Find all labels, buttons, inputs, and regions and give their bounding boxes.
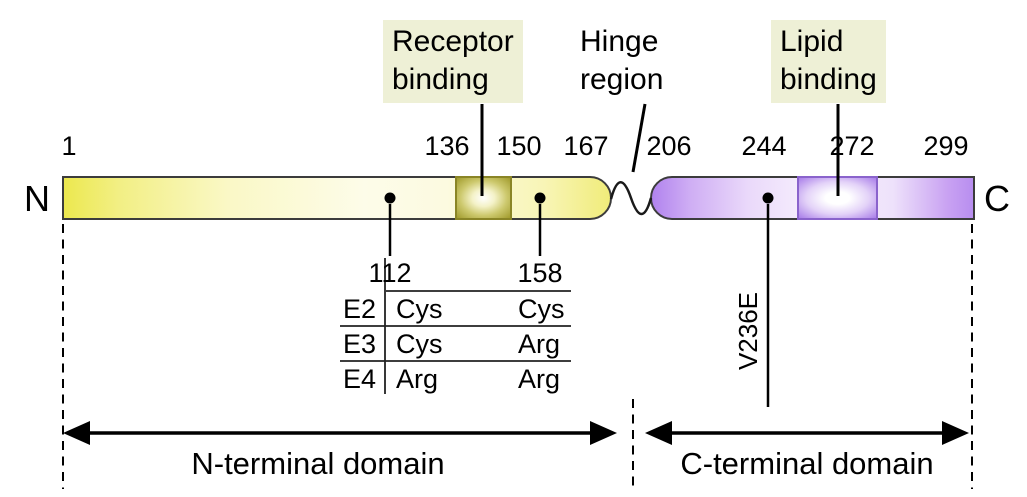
table-header-112: 112 <box>368 258 412 288</box>
residue-299: 299 <box>923 131 969 161</box>
hinge-region-label: Hinge region <box>580 25 664 97</box>
receptor-binding-region-box <box>455 176 512 220</box>
e3-residue-112-value: Cys <box>396 329 443 359</box>
n-domain-arrowhead-left <box>63 421 90 445</box>
residue-1: 1 <box>61 131 77 161</box>
residue-206: 206 <box>646 131 692 161</box>
hinge-region-curve <box>609 181 653 216</box>
c-terminus-letter: C <box>984 178 1010 219</box>
residue-150: 150 <box>496 131 542 161</box>
lipid-binding-label: Lipid binding <box>771 20 886 103</box>
lipid-binding-region-box <box>797 176 878 220</box>
n-domain-arrowhead-right <box>590 421 617 445</box>
n-terminal-domain-label: N-terminal domain <box>191 446 445 481</box>
e2-residue-158-value: Cys <box>518 294 565 324</box>
residue-136: 136 <box>424 131 470 161</box>
residue-244: 244 <box>741 131 787 161</box>
e3-residue-158-value: Arg <box>518 329 561 359</box>
isoform-e2-label: E2 <box>342 294 376 324</box>
c-terminal-domain-label: C-terminal domain <box>680 446 934 481</box>
e4-residue-112-value: Arg <box>396 364 439 394</box>
n-terminal-domain-bar <box>62 176 612 220</box>
mutation-v236e-label: V236E <box>733 291 763 371</box>
isoform-e3-label: E3 <box>342 329 376 359</box>
table-header-158: 158 <box>517 258 563 288</box>
n-terminus-letter: N <box>24 178 50 219</box>
c-domain-arrowhead-left <box>645 421 672 445</box>
c-domain-arrowhead-right <box>942 421 969 445</box>
hinge-label-connector-line <box>631 103 647 173</box>
isoform-e4-label: E4 <box>342 364 376 394</box>
receptor-binding-label: Receptor binding <box>383 20 523 103</box>
residue-167: 167 <box>563 131 609 161</box>
e2-residue-112-value: Cys <box>396 294 443 324</box>
e4-residue-158-value: Arg <box>518 364 561 394</box>
residue-272: 272 <box>829 131 875 161</box>
